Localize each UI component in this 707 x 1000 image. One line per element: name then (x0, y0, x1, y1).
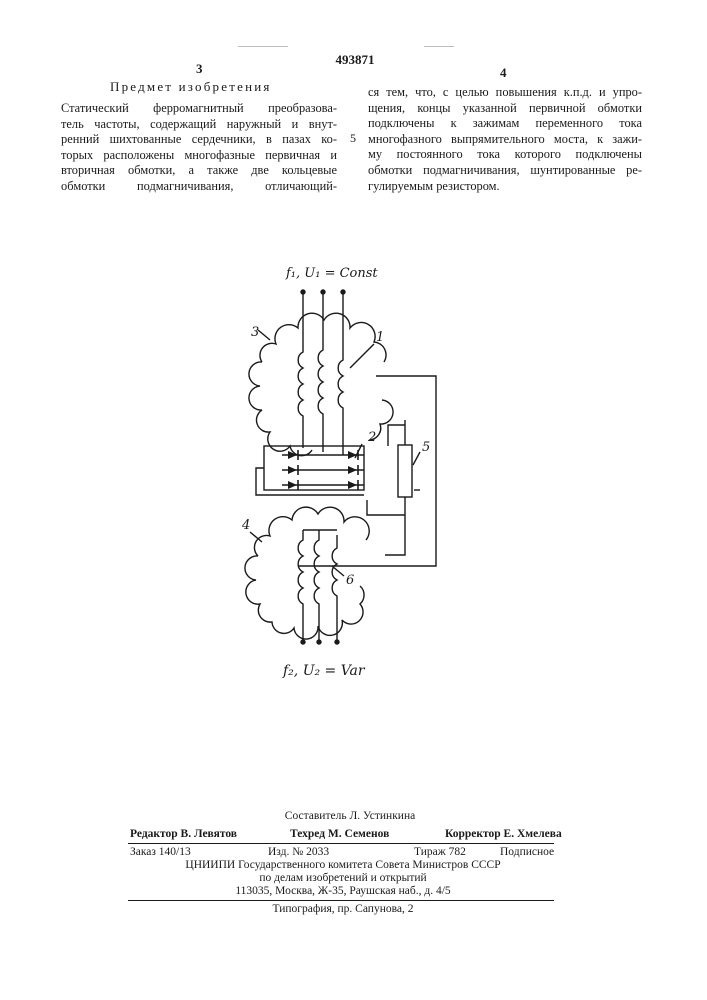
institute-line: ЦНИИПИ Государственного комитета Совета … (130, 859, 556, 871)
compiler-line: Составитель Л. Устинкина (200, 810, 500, 822)
print-run: Тираж 782 (414, 846, 466, 858)
output-label: f₂, U₂ = Var (283, 663, 365, 679)
editor-line: Редактор В. Левятов (130, 828, 237, 840)
ref-label-4: 4 (242, 518, 250, 533)
lower-winding-left (298, 530, 303, 642)
upper-winding-right (338, 292, 343, 455)
ref-label-1: 1 (376, 330, 384, 345)
issue-number: Изд. № 2033 (268, 846, 329, 858)
resistor-5 (398, 445, 412, 497)
address-line: 113035, Москва, Ж-35, Раушская наб., д. … (130, 885, 556, 897)
subscription: Подписное (500, 846, 554, 858)
corrector-line: Корректор Е. Хмелева (445, 828, 562, 840)
lower-winding-right (332, 535, 337, 642)
ref-label-2: 2 (368, 430, 376, 445)
department-line: по делам изобретений и открытий (130, 872, 556, 884)
ref-label-3: 3 (251, 325, 259, 340)
upper-winding-left (298, 292, 303, 448)
order-number: Заказ 140/13 (130, 846, 191, 858)
printing-line: Типография, пр. Сапунова, 2 (130, 903, 556, 915)
ref-label-6: 6 (346, 573, 354, 588)
lower-winding-mid (314, 530, 319, 642)
ref-label-5: 5 (422, 440, 430, 455)
input-label: f₁, U₁ = Const (286, 266, 378, 281)
footer-rule (128, 900, 554, 901)
tech-editor-line: Техред М. Семенов (290, 828, 389, 840)
footer-rule (128, 843, 554, 844)
